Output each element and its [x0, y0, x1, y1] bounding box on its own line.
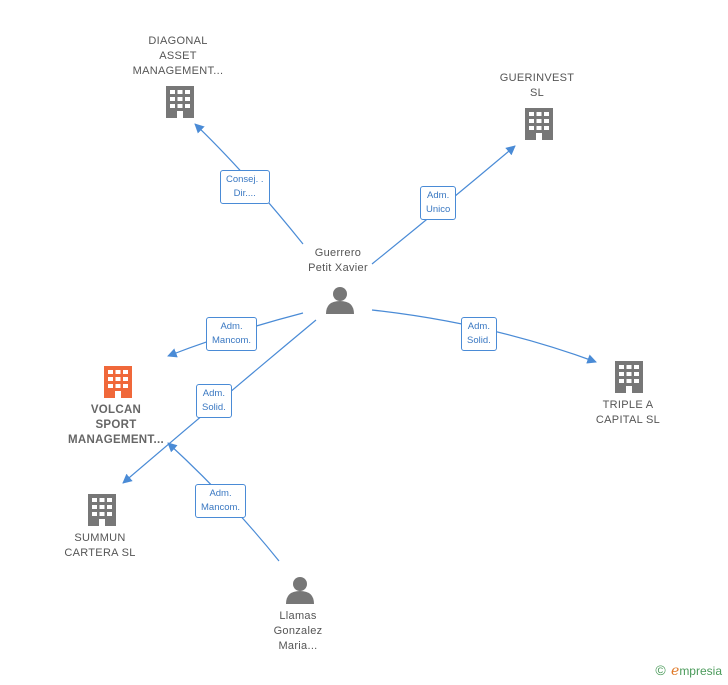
edge-label-line: Consej. . [226, 174, 264, 185]
llamas-person-icon[interactable] [286, 577, 314, 604]
edge-label-line: Adm. [427, 190, 450, 201]
node-label-guerrero[interactable]: Guerrero Petit Xavier [288, 246, 388, 276]
brand-initial: e [671, 663, 680, 679]
edge-label-line: Dir.... [233, 188, 256, 199]
edge-label-line: Adm. [220, 321, 243, 332]
guerrero-person-icon[interactable] [326, 287, 354, 314]
edge-label-line: Mancom. [201, 502, 241, 513]
edge-label-e2[interactable]: Adm. Unico [420, 186, 457, 220]
node-label-line: CARTERA SL [64, 547, 136, 559]
node-label-guerinvest[interactable]: GUERINVEST SL [487, 71, 587, 101]
brand-name: mpresia [679, 664, 722, 678]
edge-label-line: Solid. [467, 335, 491, 346]
node-label-line: SUMMUN [74, 532, 126, 544]
edge-label-line: Mancom. [212, 335, 252, 346]
node-label-summun[interactable]: SUMMUN CARTERA SL [50, 531, 150, 561]
guerinvest-building-icon[interactable] [525, 108, 553, 140]
node-label-volcan[interactable]: VOLCAN SPORT MANAGEMENT... [56, 403, 176, 448]
node-label-line: Gonzalez [273, 625, 323, 637]
node-label-line: ASSET [159, 50, 197, 62]
node-label-diagonal[interactable]: DIAGONAL ASSET MANAGEMENT... [118, 34, 238, 79]
triple-building-icon[interactable] [615, 361, 643, 393]
edge-label-line: Adm. [202, 388, 225, 399]
edge-label-e6[interactable]: Adm. Mancom. [195, 484, 247, 518]
copyright-icon: © [655, 662, 666, 678]
node-label-line: MANAGEMENT... [132, 65, 224, 77]
node-label-line: CAPITAL SL [595, 414, 661, 426]
node-label-line: DIAGONAL [148, 35, 208, 47]
edge-label-line: Unico [426, 204, 451, 215]
edge-label-line: Adm. [209, 488, 232, 499]
edge-label-e1[interactable]: Consej. . Dir.... [220, 170, 270, 204]
node-label-line: Petit Xavier [308, 262, 368, 274]
node-label-line: SPORT [95, 419, 137, 431]
volcan-building-icon[interactable] [104, 366, 132, 398]
edge-label-e5[interactable]: Adm. Solid. [196, 384, 232, 418]
empresia-watermark[interactable]: © empresia [655, 662, 722, 679]
summun-building-icon[interactable] [88, 494, 116, 526]
node-label-line: SL [529, 87, 545, 99]
node-label-line: Llamas [279, 610, 317, 622]
node-label-triple[interactable]: TRIPLE A CAPITAL SL [578, 398, 678, 428]
edge-label-line: Adm. [467, 321, 490, 332]
node-label-line: Guerrero [314, 247, 362, 259]
edge-label-e3[interactable]: Adm. Mancom. [206, 317, 258, 351]
edge-label-line: Solid. [202, 402, 226, 413]
node-label-line: GUERINVEST [499, 72, 575, 84]
node-label-line: MANAGEMENT... [68, 434, 164, 446]
edge-label-e4[interactable]: Adm. Solid. [461, 317, 497, 351]
node-label-line: Maria... [278, 640, 318, 652]
diagonal-building-icon[interactable] [166, 86, 194, 118]
node-label-llamas[interactable]: Llamas Gonzalez Maria... [248, 609, 348, 654]
node-label-line: VOLCAN [90, 404, 142, 416]
node-label-line: TRIPLE A [602, 399, 654, 411]
